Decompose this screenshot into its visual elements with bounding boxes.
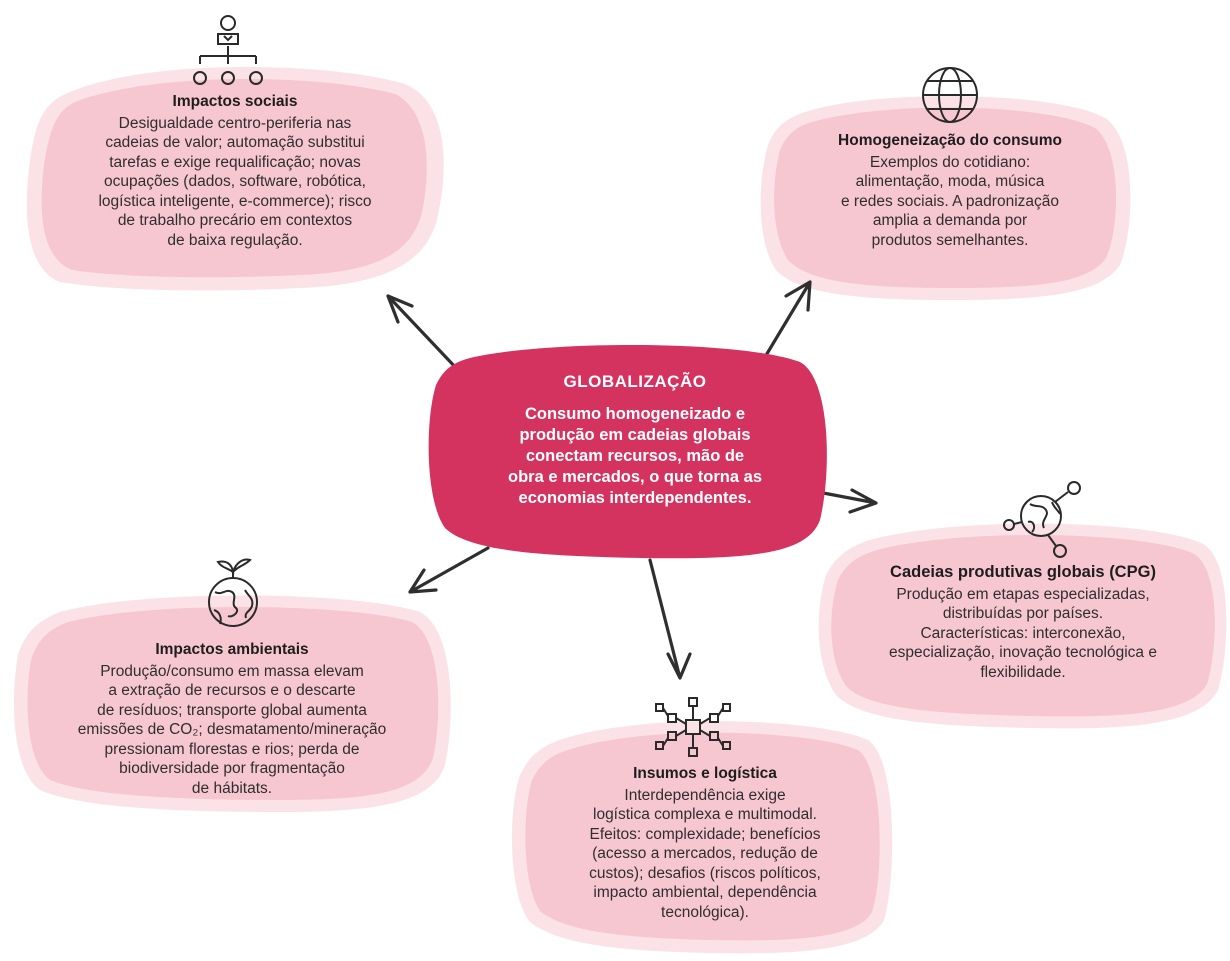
consumo-node: Homogeneização do consumo Exemplos do co… bbox=[785, 131, 1115, 250]
ambientais-line: de resíduos; transporte global aumenta bbox=[97, 701, 367, 719]
social-line: Desigualdade centro-periferia nas bbox=[118, 114, 352, 132]
social-line: logística inteligente, e-commerce); risc… bbox=[98, 192, 372, 210]
cadeias-blob bbox=[818, 523, 1227, 729]
social-title: Impactos sociais bbox=[172, 93, 298, 110]
consumo-line: e redes sociais. A padronização bbox=[841, 192, 1059, 210]
org-chart-icon bbox=[193, 15, 263, 85]
consumo-line: produtos semelhantes. bbox=[871, 231, 1029, 249]
arrow-to-cadeias bbox=[816, 488, 878, 514]
center-line: produção em cadeias globais bbox=[519, 426, 751, 444]
consumo-line: alimentação, moda, música bbox=[855, 173, 1045, 190]
cadeias-line: distribuídas por países. bbox=[942, 605, 1104, 622]
logistica-line: Interdependência exige bbox=[624, 786, 786, 804]
ambientais-line: Produção/consumo em massa elevam bbox=[100, 662, 364, 680]
ambientais-line: de hábitats. bbox=[191, 779, 273, 797]
arrow-to-logistica bbox=[648, 558, 692, 680]
network-nodes-icon bbox=[655, 697, 731, 757]
logistica-line: Efeitos: complexidade; benefícios bbox=[589, 825, 821, 843]
center-blob bbox=[428, 344, 827, 559]
connected-globe-icon bbox=[1003, 481, 1081, 558]
cadeias-line: flexibilidade. bbox=[980, 663, 1066, 681]
social-line: de trabalho precário em contextos bbox=[117, 212, 353, 229]
logistica-title: Insumos e logística bbox=[633, 765, 777, 782]
ambientais-node: Impactos ambientais Produção/consumo em … bbox=[32, 640, 432, 798]
social-line: cadeias de valor; automação substitui bbox=[105, 134, 365, 151]
social-node: Impactos sociais Desigualdade centro-per… bbox=[45, 92, 425, 250]
consumo-line: amplia a demanda por bbox=[872, 212, 1028, 229]
cadeias-node: Cadeias produtivas globais (CPG) Produçã… bbox=[838, 563, 1208, 682]
center-line: conectam recursos, mão de bbox=[525, 447, 745, 465]
logistica-node: Insumos e logística Interdependência exi… bbox=[535, 764, 875, 922]
cadeias-line: Características: interconexão, bbox=[920, 624, 1126, 642]
ambientais-title: Impactos ambientais bbox=[155, 641, 309, 658]
arrow-to-ambientais bbox=[408, 546, 490, 594]
ambientais-line: biodiversidade por fragmentação bbox=[119, 760, 345, 777]
logistica-line: custos); desafios (riscos políticos, bbox=[589, 864, 821, 882]
ambientais-blob bbox=[13, 595, 451, 812]
arrow-to-consumo bbox=[760, 280, 812, 364]
social-blob bbox=[26, 66, 444, 291]
center-line: obra e mercados, o que torna as bbox=[508, 468, 762, 486]
consumo-line: Exemplos do cotidiano: bbox=[869, 153, 1031, 171]
logistica-line: logística complexa e multimodal. bbox=[593, 806, 817, 823]
center-title: GLOBALIZAÇÃO bbox=[563, 372, 707, 391]
cadeias-line: especialização, inovação tecnológica e bbox=[889, 644, 1157, 661]
ambientais-line: emissões de CO₂; desmatamento/mineração bbox=[77, 721, 387, 738]
logistica-blob bbox=[511, 721, 893, 954]
cadeias-title: Cadeias produtivas globais (CPG) bbox=[890, 563, 1156, 581]
globe-icon bbox=[922, 67, 978, 123]
ambientais-line: pressionam florestas e rios; perda de bbox=[104, 740, 360, 758]
center-line: Consumo homogeneizado e bbox=[524, 405, 745, 423]
earth-sprout-icon bbox=[208, 558, 258, 627]
logistica-line: tecnológica). bbox=[661, 903, 749, 921]
logistica-line: impacto ambiental, dependência bbox=[593, 884, 817, 901]
logistica-line: (acesso a mercados, redução de bbox=[592, 845, 818, 862]
consumo-title: Homogeneização do consumo bbox=[838, 132, 1062, 149]
consumo-blob bbox=[760, 96, 1131, 301]
arrow-to-social bbox=[386, 294, 460, 372]
social-line: ocupações (dados, software, robótica, bbox=[104, 173, 366, 190]
social-line: de baixa regulação. bbox=[167, 231, 303, 249]
cadeias-line: Produção em etapas especializadas, bbox=[896, 585, 1150, 603]
ambientais-line: a extração de recursos e o descarte bbox=[108, 682, 356, 699]
center-line: economias interdependentes. bbox=[518, 489, 752, 507]
social-line: tarefas e exige requalificação; novas bbox=[109, 153, 361, 171]
arrows bbox=[386, 280, 878, 680]
center-text: GLOBALIZAÇÃO Consumo homogeneizado e pro… bbox=[445, 372, 825, 509]
